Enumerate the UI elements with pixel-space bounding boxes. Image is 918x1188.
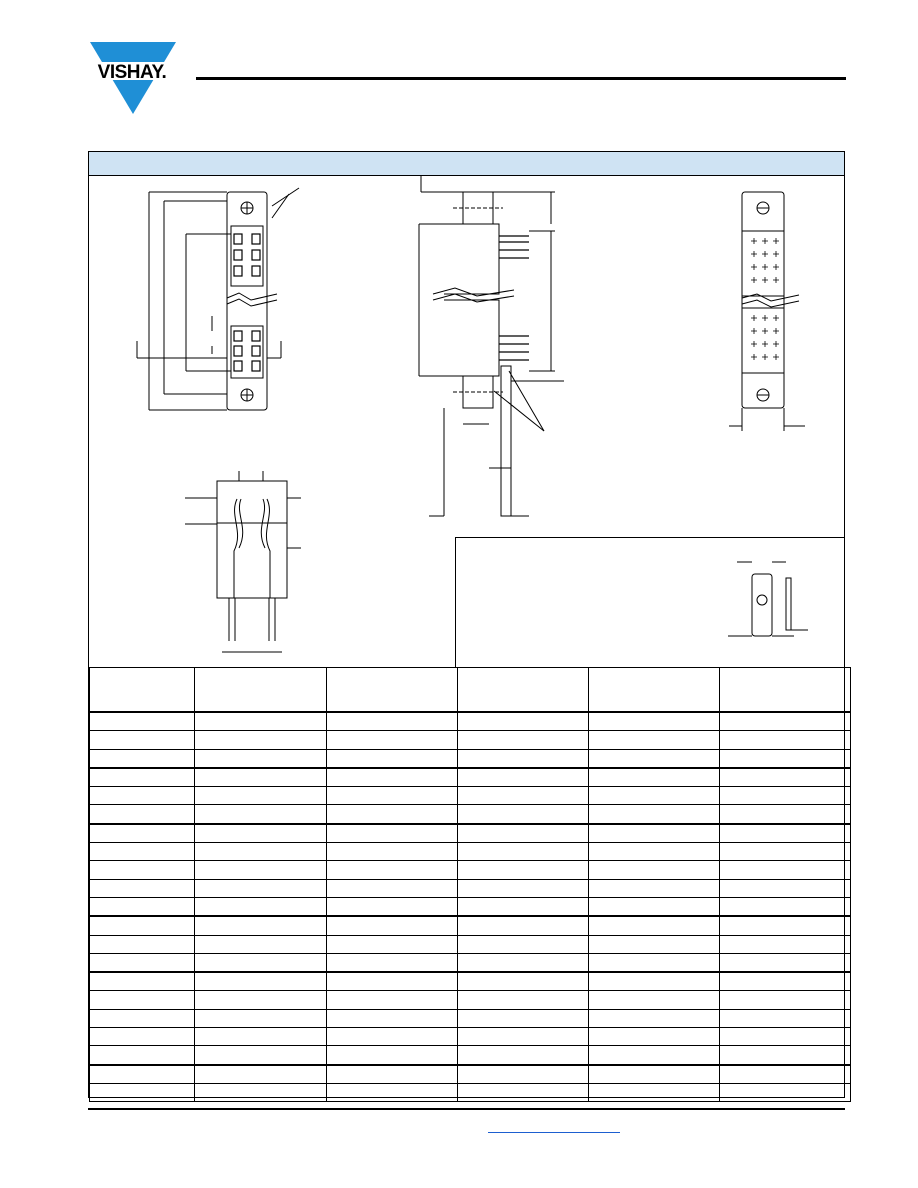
table-header-cell — [194, 667, 327, 713]
specification-table-grid — [89, 667, 851, 1103]
table-row — [89, 842, 851, 862]
technical-drawings — [89, 176, 844, 667]
header-rule — [196, 77, 846, 80]
table-row — [89, 786, 851, 806]
table-header-cell — [588, 667, 720, 713]
table-row — [89, 971, 851, 992]
svg-text:VISHAY.: VISHAY. — [98, 62, 167, 83]
table-row — [89, 915, 851, 936]
table-row — [89, 748, 851, 769]
table-header-cell — [326, 667, 458, 713]
rear-view-drawing — [729, 191, 805, 431]
table-row — [89, 711, 851, 732]
vishay-logo: VISHAY. — [86, 40, 178, 116]
table-row — [89, 896, 851, 917]
contact-section-drawing — [185, 471, 301, 653]
table-row — [89, 730, 851, 750]
footer-link-underline — [488, 1132, 620, 1133]
table-row — [89, 878, 851, 898]
vishay-logo-mark: VISHAY. — [86, 42, 178, 114]
title-band — [89, 152, 844, 176]
table-row — [89, 1008, 851, 1029]
table-row — [89, 1027, 851, 1047]
table-row — [89, 1063, 851, 1084]
table-row — [89, 934, 851, 954]
table-row — [89, 1082, 851, 1103]
footer-web-link[interactable] — [488, 1119, 620, 1133]
dimensions-frame — [88, 151, 851, 1103]
table-header-row — [89, 667, 851, 713]
contact-detail-drawing — [728, 561, 808, 637]
side-view-drawing — [418, 176, 564, 517]
inset-panel — [455, 537, 844, 667]
footer-rule — [88, 1108, 845, 1110]
specification-table — [89, 667, 851, 1103]
table-row — [89, 766, 851, 788]
table-header-cell — [89, 667, 195, 713]
drawing-canvas — [136, 176, 805, 653]
table-row — [89, 822, 851, 844]
table-row — [89, 804, 851, 825]
table-header-cell — [457, 667, 589, 713]
table-header-cell — [719, 667, 851, 713]
table-row — [89, 990, 851, 1010]
front-view-drawing — [136, 187, 300, 411]
table-row — [89, 1045, 851, 1066]
table-row — [89, 860, 851, 880]
table-row — [89, 952, 851, 973]
